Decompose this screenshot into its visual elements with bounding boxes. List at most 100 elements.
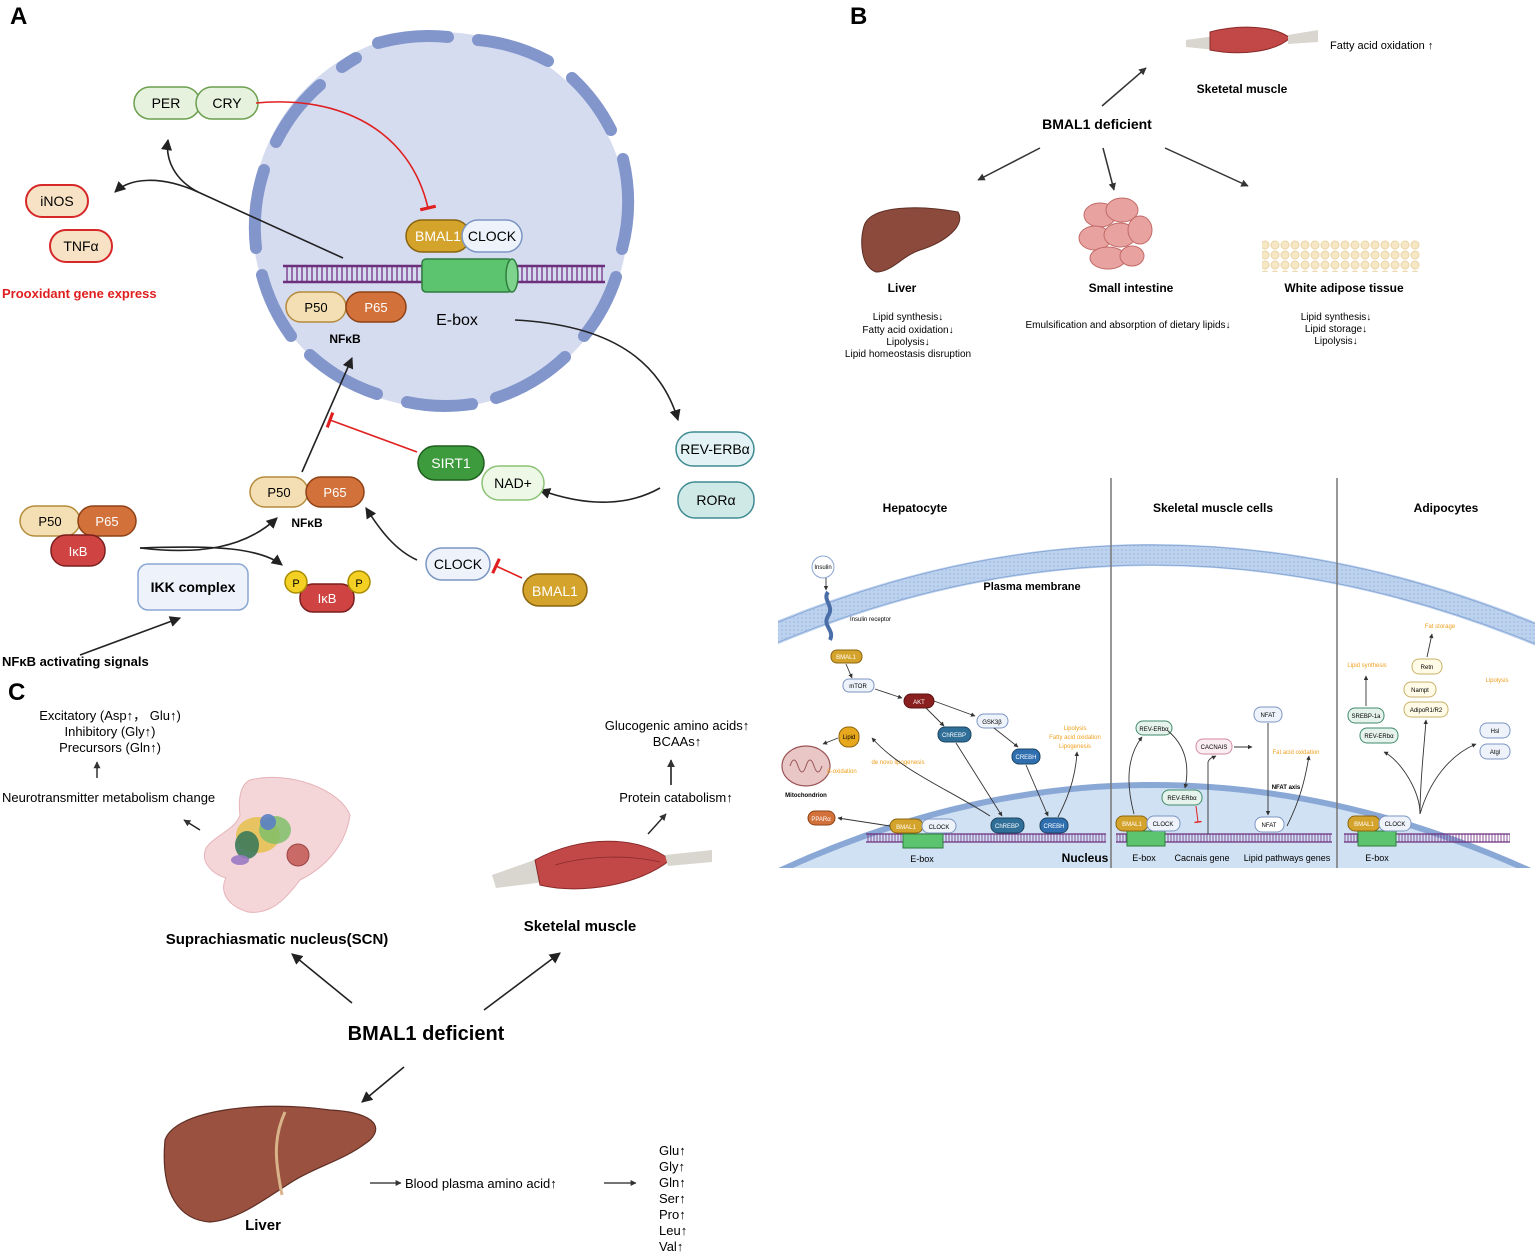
ikb-left-label: IκB xyxy=(69,544,88,559)
inos-box xyxy=(25,184,89,218)
clock-nucleus-box xyxy=(461,219,523,253)
clock-to-nfkb-arrow xyxy=(365,507,418,561)
panel-a: A E-box BMAL1 CLOCK xyxy=(2,3,755,669)
rev-erb-box xyxy=(675,431,755,467)
hep-n-bmal1: BMAL1 xyxy=(896,825,916,831)
hep-chrebp: ChREBP xyxy=(942,733,966,739)
adipo-fat-storage: Fat storage xyxy=(1425,624,1456,630)
c-bmal1-deficient: BMAL1 deficient xyxy=(348,1023,505,1045)
cry-label: CRY xyxy=(212,95,242,111)
muscle-rev-erb-n: REV-ERbα xyxy=(1167,796,1197,802)
hep-ebox-label: E-box xyxy=(910,854,934,864)
adipo-atgl: Atgl xyxy=(1490,750,1500,756)
hep-creb-out: Lipogenesis xyxy=(1059,744,1091,750)
b-arrow-adipose xyxy=(1164,147,1249,187)
ikb-phospho-arrow xyxy=(139,546,283,566)
nfkb-to-inos-arrow xyxy=(114,179,199,193)
c-amino-acid: Glu↑ xyxy=(659,1143,686,1158)
ikb-phospho-box xyxy=(299,583,355,613)
adipo-adipor: AdipoR1/R2 xyxy=(1410,708,1443,714)
c-arrow-scn-out xyxy=(183,819,201,831)
plasma-membrane-label: Plasma membrane xyxy=(983,581,1080,593)
nucleus-label: Nucleus xyxy=(1062,851,1109,865)
tnfa-box xyxy=(49,229,113,263)
hep-ppara: PPARα xyxy=(811,817,831,823)
b-arrow-muscle xyxy=(1101,67,1147,107)
prooxidant-label: Prooxidant gene express xyxy=(2,286,157,301)
c-amino-acid: Pro↑ xyxy=(659,1207,686,1222)
b-liver-label: Liver xyxy=(888,281,917,295)
ikb-left-box xyxy=(50,534,106,567)
ror-box xyxy=(677,481,755,519)
adipocyte-arrows xyxy=(1363,633,1477,815)
p65-left-box xyxy=(77,505,137,537)
b-adipose-label: White adipose tissue xyxy=(1284,281,1404,295)
hep-gsk3b: GSK3β xyxy=(982,720,1002,726)
cry-inhibits-bmal1 xyxy=(255,101,437,212)
clock-nucleus-label: CLOCK xyxy=(468,228,517,244)
ebox-label: E-box xyxy=(436,312,478,329)
insulin-receptor-label: Insulin receptor xyxy=(850,617,891,623)
adipo-retn: Retn xyxy=(1421,665,1434,671)
b-adipose-effect: Lipid synthesis↓ xyxy=(1301,312,1372,323)
sirt1-inhibits-nfkb xyxy=(325,411,418,453)
muscle-nfat: NFAT xyxy=(1261,713,1276,719)
adipo-lipolysis: Lipolysis xyxy=(1485,678,1508,684)
muscle-arrows xyxy=(1128,723,1311,834)
b-intestine-label: Small intestine xyxy=(1089,281,1174,295)
c-amino-acid-list: Glu↑ Gly↑ Gln↑ Ser↑ Pro↑ Leu↑ Val↑ xyxy=(659,1143,687,1252)
muscle-nfat-axis: NFAT axis xyxy=(1272,785,1301,791)
hep-lipid: Lipid xyxy=(843,735,856,741)
adipo-ebox: E-box xyxy=(1365,853,1389,863)
muscle-cells-title: Skeletal muscle cells xyxy=(1153,501,1273,515)
muscle-rev-erb: REV-ERbα xyxy=(1139,727,1169,733)
ebox-to-reverb-arrow xyxy=(514,319,681,422)
bmal1-outside-label: BMAL1 xyxy=(532,583,578,599)
clock-outside-label: CLOCK xyxy=(434,556,483,572)
b-dna-adipocyte xyxy=(1344,834,1510,842)
c-arrow-scn xyxy=(291,953,353,1004)
c-scn-illustration xyxy=(204,776,351,913)
ikb-release-arrow xyxy=(139,517,278,552)
b-fatty-acid-oxidation: Fatty acid oxidation ↑ xyxy=(1330,40,1433,52)
c-arrow-liver xyxy=(361,1066,405,1103)
inos-label: iNOS xyxy=(40,193,73,209)
ror-label: RORα xyxy=(696,492,735,508)
b-dna-hepatocyte xyxy=(866,834,1106,842)
hep-n-chrebp: ChREBP xyxy=(995,824,1019,830)
c-arrow-muscle-out xyxy=(647,813,667,835)
panel-b-label: B xyxy=(850,3,867,30)
b-liver-effect: Fatty acid oxidation↓ xyxy=(862,325,953,336)
panel-a-label: A xyxy=(10,3,27,30)
b-skeletal-muscle-label: Sketetal muscle xyxy=(1197,82,1288,96)
c-protein: Protein catabolism↑ xyxy=(619,790,732,805)
ikk-complex-box xyxy=(137,563,249,611)
hep-creb: CREBH xyxy=(1015,755,1036,761)
c-nt-change: Neurotransmitter metabolism change xyxy=(2,790,215,805)
b-oxidation-label: β-oxidation xyxy=(827,769,856,775)
bmal1-outside-box xyxy=(522,573,588,607)
sirt1-box xyxy=(417,445,485,481)
b-liver-effect: Lipid synthesis↓ xyxy=(873,312,944,323)
b-liver-effect: Lipid homeostasis disruption xyxy=(845,349,971,360)
c-scn-label: Suprachiasmatic nucleus(SCN) xyxy=(166,931,389,948)
b-intestine-effect: Emulsification and absorption of dietary… xyxy=(1025,320,1230,331)
c-liver-illustration xyxy=(163,1105,377,1223)
bmal1-inhibits-clock xyxy=(491,558,523,579)
p65-nucleus-box xyxy=(345,291,407,323)
ikk-complex-label: IKK complex xyxy=(151,579,236,595)
b-dna-muscle xyxy=(1116,834,1332,842)
nad-label: NAD+ xyxy=(494,475,532,491)
c-blood: Blood plasma amino acid↑ xyxy=(405,1176,557,1191)
c-arrow-muscle xyxy=(483,952,561,1011)
adipocyte-pathway: Lipid synthesis SREBP-1a REV-ERbα Fat st… xyxy=(1347,624,1511,863)
insulin-label: Insulin xyxy=(814,565,831,571)
p65-left-label: P65 xyxy=(95,514,118,529)
muscle-cell-pathway: REV-ERbα CACNAIS NFAT Fat acid oxidation… xyxy=(1115,706,1331,863)
hepatocyte-title: Hepatocyte xyxy=(883,501,948,515)
muscle-cacnais-gene: Cacnais gene xyxy=(1174,853,1229,863)
hepatocyte-pathway: Insulin Insulin receptor BMAL1 mTOR AKT … xyxy=(781,555,1101,864)
ror-to-nad-arrow xyxy=(538,487,661,503)
adipo-bmal1: BMAL1 xyxy=(1354,822,1374,828)
phosphate-right xyxy=(347,570,371,594)
